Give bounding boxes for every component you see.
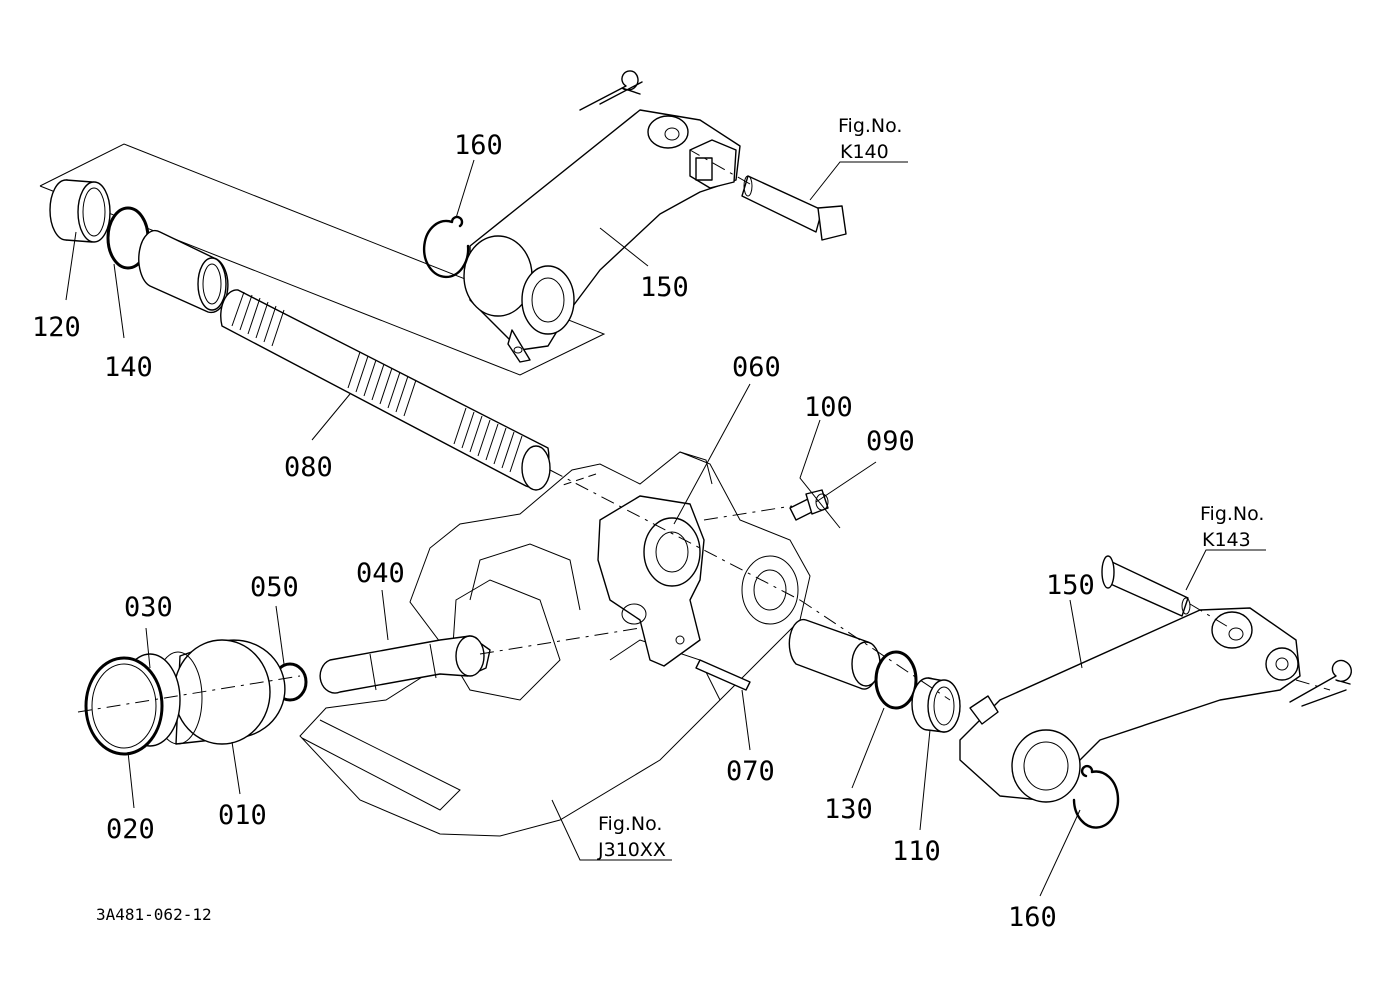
- oring-130-shape: [874, 650, 918, 710]
- label-060: 060: [732, 352, 781, 383]
- pin-k143-shape: [1101, 555, 1191, 617]
- fig-k140-code: K140: [840, 141, 889, 163]
- label-050: 050: [250, 572, 299, 603]
- label-150-upper: 150: [640, 272, 689, 303]
- label-040: 040: [356, 558, 405, 589]
- transmission-housing: [299, 451, 811, 837]
- assembly-centerlines: [77, 149, 1331, 713]
- fig-j310xx-code: J310XX: [597, 839, 666, 861]
- circlip-160-upper-shape: [422, 215, 470, 279]
- part-labels: 120 140 160 150 080 060 100 090 030 050 …: [32, 130, 1095, 933]
- label-020: 020: [106, 814, 155, 845]
- label-070: 070: [726, 756, 775, 787]
- fig-j310xx-title: Fig.No.: [598, 813, 662, 835]
- piston-rod-040-shape: [319, 635, 491, 694]
- bush-120-shape: [49, 179, 111, 243]
- figure-ref-j310xx: Fig.No. J310XX: [597, 813, 666, 861]
- drawing-code: 3A481-062-12: [96, 905, 212, 924]
- fig-k143-code: K143: [1202, 529, 1251, 551]
- spacer-tube-lower: [788, 618, 881, 690]
- ring-020-shape: [84, 656, 164, 756]
- label-080: 080: [284, 452, 333, 483]
- lift-arm-upper-150-shape: [463, 109, 741, 363]
- label-150-lower: 150: [1046, 570, 1095, 601]
- circlip-160-lower-shape: [1072, 764, 1120, 829]
- lift-arm-lower-150-shape: [959, 607, 1301, 803]
- label-090: 090: [866, 426, 915, 457]
- cylinder-010-shape: [153, 639, 286, 745]
- figure-ref-k143: Fig.No. K143: [1200, 503, 1264, 551]
- cotter-pin-lower: [1289, 659, 1352, 707]
- cotter-pin-upper: [579, 70, 643, 111]
- spacer-tube-upper: [138, 229, 229, 314]
- label-120: 120: [32, 312, 81, 343]
- figure-ref-k140: Fig.No. K140: [838, 115, 902, 163]
- bush-110-shape: [911, 677, 961, 733]
- leader-lines: [65, 159, 1266, 897]
- label-160-upper: 160: [454, 130, 503, 161]
- label-140: 140: [104, 352, 153, 383]
- fig-k140-title: Fig.No.: [838, 115, 902, 137]
- lift-crank-060-shape: [597, 495, 705, 667]
- fig-k143-title: Fig.No.: [1200, 503, 1264, 525]
- shaft-080-shape: [220, 289, 551, 491]
- label-110: 110: [892, 836, 941, 867]
- upper-assembly-outline: [39, 143, 606, 376]
- label-100: 100: [804, 392, 853, 423]
- pin-k140-shape: [741, 175, 847, 241]
- label-130: 130: [824, 794, 873, 825]
- label-010: 010: [218, 800, 267, 831]
- pin-070-shape: [695, 659, 751, 691]
- label-030: 030: [124, 592, 173, 623]
- label-160-lower: 160: [1008, 902, 1057, 933]
- bolt-100-shape: [789, 489, 829, 521]
